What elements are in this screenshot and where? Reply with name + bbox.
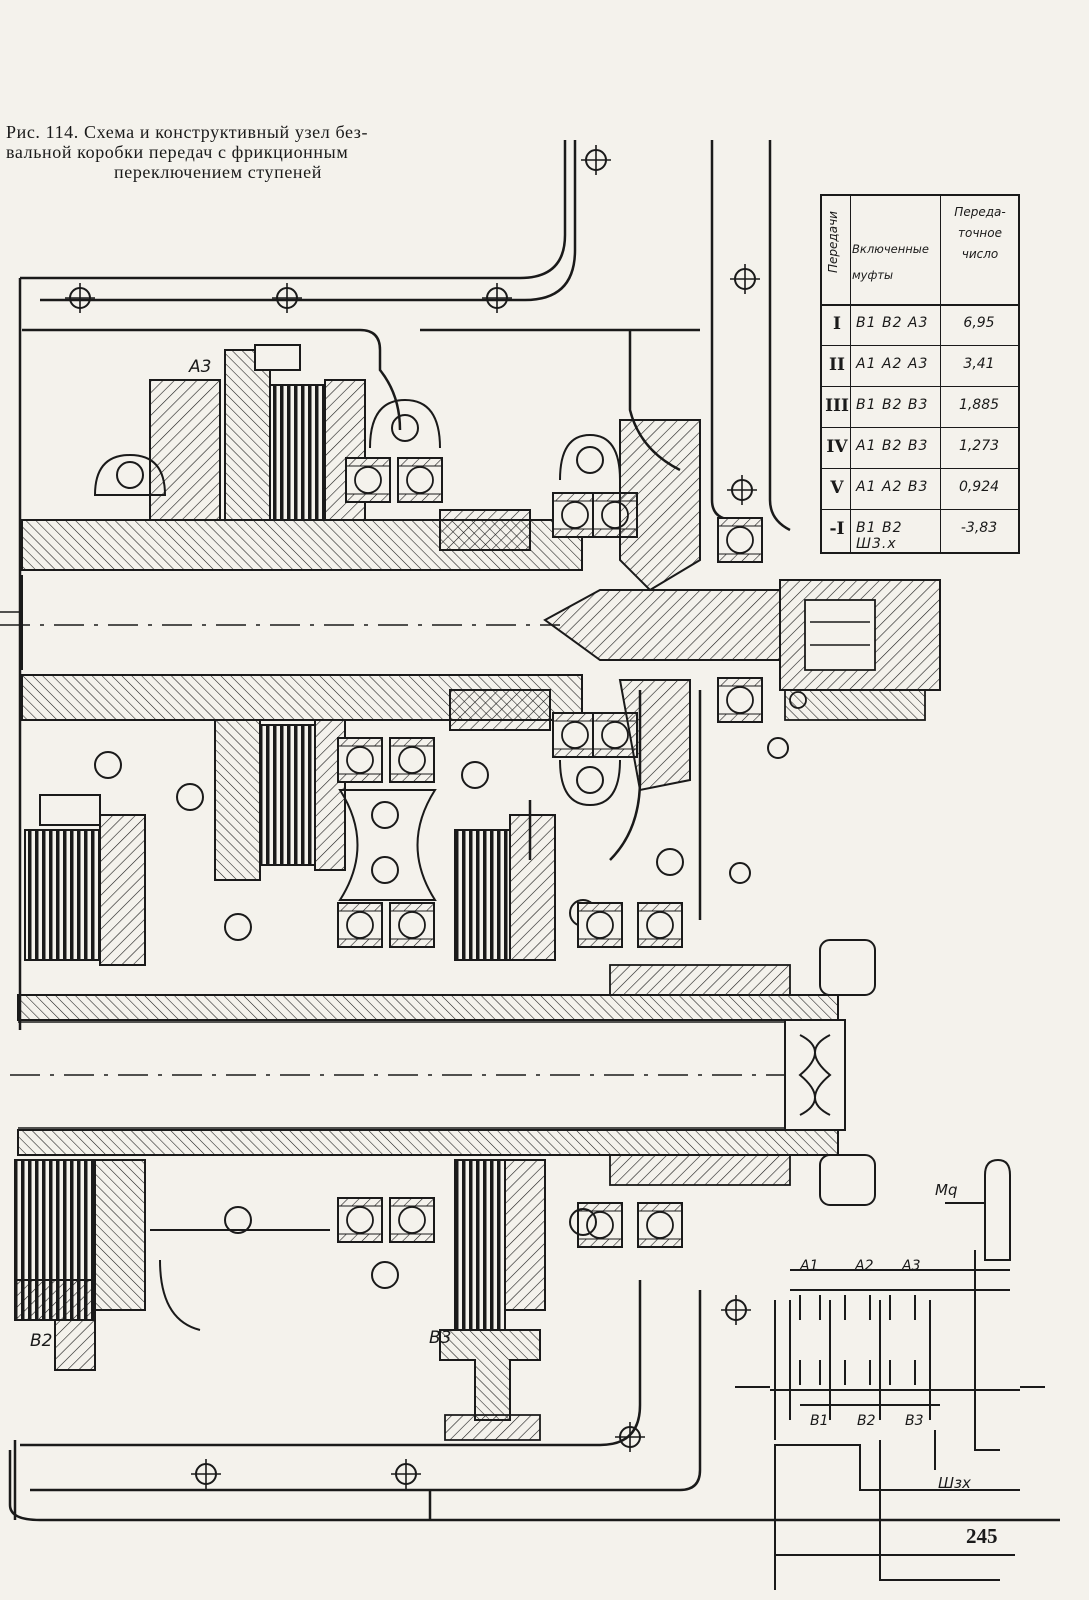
- table-row: IV A1 B2 B3 1,273: [822, 427, 1018, 469]
- schema-label-b2: B2: [857, 1413, 876, 1429]
- header-gear: Передачи: [826, 211, 840, 273]
- drawing-labels: A3 B2 B3 A1 A2 A3 B1 B2 B3 Mq Шзх: [30, 357, 971, 1492]
- row-clutches: A1 A2 B3: [856, 479, 929, 495]
- row-clutches: B1 B2 B3: [856, 397, 929, 413]
- housing-bolts: [64, 144, 761, 1490]
- row-gear: I: [833, 314, 841, 334]
- table-row: I B1 B2 A3 6,95: [822, 304, 1018, 346]
- schema-label-a3: A3: [901, 1258, 920, 1274]
- row-ratio: 1,273: [958, 438, 1000, 454]
- middle-gear-block: [439, 419, 701, 807]
- row-ratio: -3,83: [960, 520, 998, 536]
- row-ratio: 0,924: [958, 479, 1000, 495]
- row-clutches: A1 A2 A3: [856, 356, 929, 372]
- clutch-a3-block: [93, 344, 441, 521]
- schema-label-b3: B3: [905, 1413, 924, 1429]
- caption-line-2: вальной коробки передач с фрикционным: [6, 142, 349, 162]
- row-gear: III: [825, 396, 849, 416]
- row-gear: V: [830, 478, 844, 498]
- table-col-divider-1: [822, 196, 851, 552]
- middle-bearings: [337, 737, 684, 961]
- row-clutches: B1 B2 A3: [856, 315, 929, 331]
- row-ratio: 3,41: [963, 356, 995, 372]
- figure-caption: Рис. 114. Схема и конструктивный узел бе…: [6, 122, 506, 182]
- clutch-left-block: [24, 719, 346, 966]
- label-b2: B2: [30, 1331, 52, 1351]
- page-number: 245: [966, 1524, 998, 1548]
- row-gear: IV: [826, 437, 848, 457]
- header-clutches: Включенные муфты: [852, 242, 929, 282]
- row-gear: -I: [829, 519, 845, 539]
- schema-label-b1: B1: [810, 1413, 829, 1429]
- schema-label-sh: Шзх: [938, 1474, 971, 1492]
- table-col-divider-2: [940, 196, 941, 552]
- table-row: III B1 B2 B3 1,885: [822, 386, 1018, 428]
- row-gear: II: [829, 355, 845, 375]
- label-b3: B3: [429, 1328, 451, 1348]
- schema-label-a1: A1: [799, 1258, 818, 1274]
- table-row: V A1 A2 B3 0,924: [822, 468, 1018, 510]
- row-clutches: A1 B2 B3: [856, 438, 929, 454]
- row-ratio: 6,95: [963, 315, 995, 331]
- row-ratio: 1,885: [958, 397, 1000, 413]
- schema-label-a2: A2: [854, 1258, 874, 1274]
- caption-line-3: переключением ступеней: [114, 162, 322, 182]
- table-header: Передачи Включенные муфты Переда- точное…: [822, 196, 1018, 306]
- label-a3: A3: [188, 357, 211, 377]
- lower-clutches: [14, 1159, 683, 1441]
- caption-line-1: Рис. 114. Схема и конструктивный узел бе…: [6, 122, 369, 142]
- table-row: -I B1 B2 Ш3.х -3,83: [822, 509, 1018, 552]
- table-row: II A1 A2 A3 3,41: [822, 345, 1018, 387]
- schema-label-m: Mq: [935, 1181, 957, 1199]
- kinematic-schema: [735, 1158, 1045, 1590]
- gear-ratio-table: Передачи Включенные муфты Переда- точное…: [820, 194, 1020, 554]
- output-coupling: [729, 579, 941, 884]
- output-shaft: [10, 939, 876, 1206]
- header-ratio: Переда- точное число: [954, 205, 1006, 261]
- row-clutches: B1 B2 Ш3.х: [856, 520, 903, 552]
